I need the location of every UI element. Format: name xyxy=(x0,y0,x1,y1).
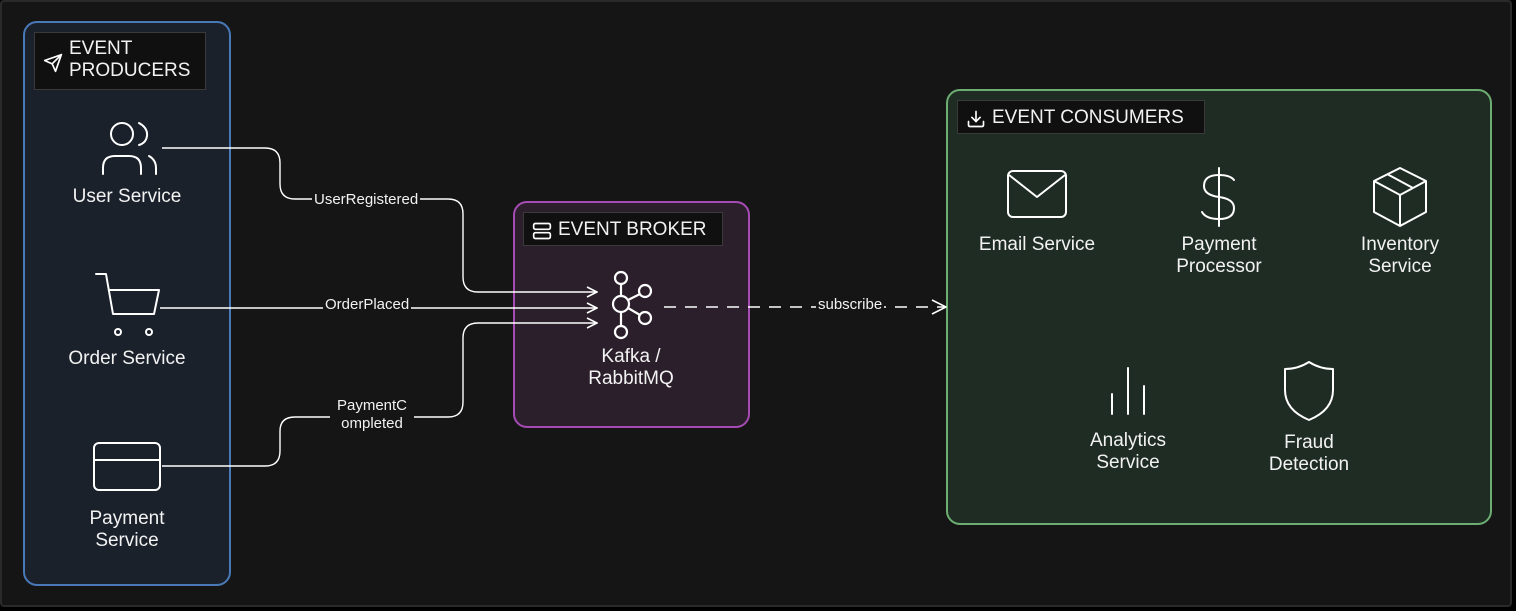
edge-payment-completed xyxy=(162,323,597,467)
edge-label-order-placed: OrderPlaced xyxy=(323,296,412,313)
edge-label-payment-completed: PaymentC ompleted xyxy=(330,397,414,433)
consumer-analytics-service: Analytics Service xyxy=(1063,364,1193,474)
consumer-payment-processor-label: Payment Processor xyxy=(1176,234,1262,277)
broker-header: EVENT BROKER xyxy=(523,212,723,246)
producer-user-service-label: User Service xyxy=(72,186,182,207)
consumers-header-text: EVENT CONSUMERS xyxy=(992,107,1184,128)
producer-order-service-label: Order Service xyxy=(68,348,186,369)
shield-icon xyxy=(1284,361,1334,421)
consumer-fraud-detection: Fraud Detection xyxy=(1244,360,1374,476)
server-icon xyxy=(532,222,552,240)
broker-label: Kafka / RabbitMQ xyxy=(588,346,674,389)
mail-icon xyxy=(1007,170,1067,218)
send-icon xyxy=(43,53,63,73)
credit-card-icon xyxy=(93,442,161,491)
consumer-inventory-service: Inventory Service xyxy=(1335,166,1465,278)
edge-label-line-1: PaymentC xyxy=(336,397,408,414)
producer-order-service: Order Service xyxy=(40,268,214,370)
broker-header-text: EVENT BROKER xyxy=(558,219,707,240)
consumer-payment-processor: Payment Processor xyxy=(1154,166,1284,278)
producers-header-text: EVENT PRODUCERS xyxy=(69,38,191,81)
producers-header: EVENT PRODUCERS xyxy=(34,32,206,90)
dollar-icon xyxy=(1201,167,1236,227)
kafka-icon xyxy=(611,270,653,340)
broker-node: Kafka / RabbitMQ xyxy=(556,270,706,390)
producer-payment-service: Payment Service xyxy=(40,440,214,552)
bar-chart-icon xyxy=(1111,367,1145,415)
consumer-email-service: Email Service xyxy=(962,168,1112,256)
producer-user-service: User Service xyxy=(40,118,214,208)
producers-panel xyxy=(23,21,231,586)
download-icon xyxy=(967,110,985,128)
consumer-analytics-service-label: Analytics Service xyxy=(1089,430,1167,473)
consumer-inventory-service-label: Inventory Service xyxy=(1360,234,1440,277)
edge-label-line-2: ompleted xyxy=(341,415,403,432)
consumer-fraud-detection-label: Fraud Detection xyxy=(1268,432,1350,475)
consumers-panel xyxy=(946,89,1492,525)
edge-label-subscribe: subscribe xyxy=(816,296,885,313)
consumer-email-service-label: Email Service xyxy=(978,234,1096,255)
users-icon xyxy=(102,122,157,175)
consumers-header: EVENT CONSUMERS xyxy=(957,100,1205,134)
cart-icon xyxy=(95,273,160,336)
producer-payment-service-label: Payment Service xyxy=(89,508,165,551)
edge-label-user-registered: UserRegistered xyxy=(312,191,421,208)
box-icon xyxy=(1373,167,1427,227)
